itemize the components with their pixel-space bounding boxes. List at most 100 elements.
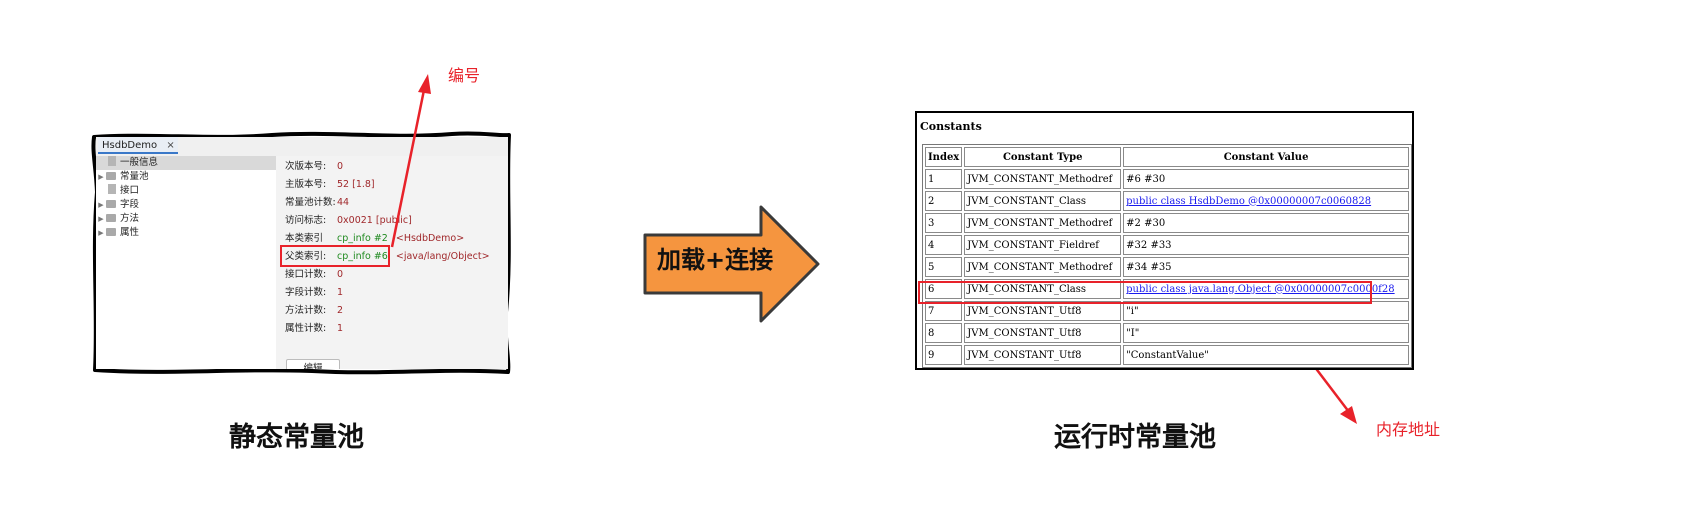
close-icon[interactable]: × [166,140,175,151]
class-tree: 一般信息 ▶ 常量池接口 ▶ 字段 ▶ 方法 ▶ 属性 [96,156,276,369]
info-label: 访问标志: [285,215,327,226]
cp-info-link[interactable]: cp_info #6 [337,251,388,262]
info-value: 44 [337,197,350,208]
info-value: 2 [337,305,344,316]
info-row: 常量池计数:44 [285,196,349,210]
info-row: 接口计数: 0 [285,268,343,282]
class-link[interactable]: public class HsdbDemo @0x00000007c006082… [1126,195,1372,207]
info-value: 0x0021 [public] [337,215,412,226]
cell-value: public class java.lang.Object @0x0000000… [1123,279,1409,299]
column-header-value: Constant Value [1123,147,1409,167]
annotation-number: 编号 [448,66,481,85]
cell-index: 5 [925,257,963,277]
edit-button[interactable]: 编辑 [286,359,340,369]
info-label: 次版本号: [285,161,327,172]
cell-index: 4 [925,235,963,255]
info-row: 方法计数: 2 [285,304,343,318]
cell-type: JVM_CONSTANT_Fieldref [964,235,1122,255]
class-link[interactable]: public class java.lang.Object @0x0000000… [1126,283,1395,295]
expand-arrow-icon[interactable]: ▶ [98,173,104,181]
info-value: 1 [337,287,344,298]
info-value: 0 [337,269,344,280]
cell-index: 3 [925,213,963,233]
cell-value: "I" [1123,323,1409,343]
cell-value: "i" [1123,301,1409,321]
cp-info-link[interactable]: cp_info #2 [337,233,388,244]
annotation-memory-address: 内存地址 [1376,420,1441,439]
cell-value: #32 #33 [1123,235,1409,255]
info-row: 属性计数: 1 [285,322,343,336]
expand-arrow-icon[interactable]: ▶ [98,215,104,223]
folder-icon [106,214,116,222]
highlight-row-6 [918,281,1372,304]
folder-icon [106,200,116,208]
info-row: 本类索引 cp_info #2 <HsdbDemo> [285,232,464,246]
info-row: 父类索引: cp_info #6 <java/lang/Object> [285,250,490,264]
cell-index: 9 [925,345,963,365]
tree-item[interactable]: ▶ 常量池 [96,170,149,184]
tree-item-label: 一般信息 [120,157,159,168]
tree-item-label: 属性 [120,227,140,238]
info-value: 1 [337,323,344,334]
info-label: 接口计数: [285,269,327,280]
folder-icon [106,228,116,236]
cell-value: #2 #30 [1123,213,1409,233]
expand-arrow-icon[interactable]: ▶ [98,229,104,237]
cell-index: 8 [925,323,963,343]
tree-item-label: 常量池 [120,171,149,182]
tab-hsdbdemo[interactable]: HsdbDemo × [98,137,178,154]
cell-value: public class HsdbDemo @0x00000007c006082… [1123,191,1409,211]
tree-item-label: 字段 [120,199,140,210]
cell-value: "ConstantValue" [1123,345,1409,365]
tree-item-label: 方法 [120,213,140,224]
info-row: 次版本号:0 [285,160,343,174]
cell-index: 7 [925,301,963,321]
cell-type: JVM_CONSTANT_Utf8 [964,301,1122,321]
info-label: 常量池计数: [285,197,336,208]
tree-item[interactable]: ▶ 字段 [96,198,139,212]
file-icon [108,184,116,194]
info-label: 父类索引: [285,251,327,262]
cell-type: JVM_CONSTANT_Class [964,279,1122,299]
tree-item[interactable]: ▶ 属性 [96,226,139,240]
cell-type: JVM_CONSTANT_Methodref [964,257,1122,277]
arrow-label: 加载+连接 [657,246,774,274]
tree-item[interactable]: 一般信息 [96,156,276,170]
table-header-row: Index Constant Type Constant Value [925,147,1409,167]
info-label: 本类索引 [285,233,324,244]
info-label: 字段计数: [285,287,327,298]
tree-item[interactable]: ▶ 方法 [96,212,139,226]
info-row: 字段计数: 1 [285,286,343,300]
info-row: 主版本号: 52 [1.8] [285,178,375,192]
cell-index: 1 [925,169,963,189]
info-row: 访问标志: 0x0021 [public] [285,214,412,228]
cell-type: JVM_CONSTANT_Methodref [964,169,1122,189]
tree-item-label: 接口 [120,185,140,196]
cell-value: #6 #30 [1123,169,1409,189]
info-label: 方法计数: [285,305,327,316]
info-value: 52 [1.8] [337,179,375,190]
info-extra: <java/lang/Object> [395,251,490,262]
cell-type: JVM_CONSTANT_Utf8 [964,323,1122,343]
tree-item[interactable]: 接口 [96,184,139,198]
cell-index: 6 [925,279,963,299]
info-label: 属性计数: [285,323,327,334]
info-extra: <HsdbDemo> [395,233,465,244]
folder-icon [106,172,116,180]
highlight-super-class-index [280,245,390,267]
cell-index: 2 [925,191,963,211]
cell-value: #34 #35 [1123,257,1409,277]
caption-static-pool: 静态常量池 [229,422,364,453]
runtime-constant-pool-window: Constants Index Constant Type Constant V… [915,111,1414,370]
expand-arrow-icon[interactable]: ▶ [98,201,104,209]
info-label: 主版本号: [285,179,327,190]
